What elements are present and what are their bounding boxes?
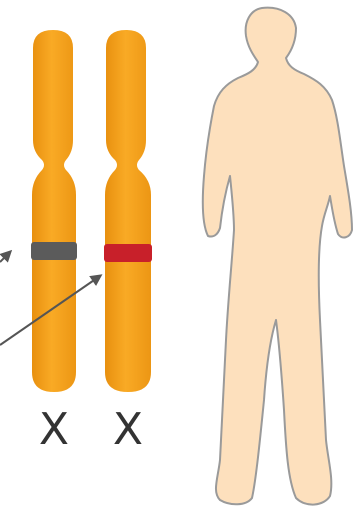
chromosome-left-body bbox=[32, 30, 76, 392]
chromosome-right-body bbox=[105, 30, 151, 392]
chromosome-left-label: X bbox=[24, 405, 84, 455]
chromosome-right-band bbox=[104, 244, 152, 262]
female-silhouette-icon bbox=[203, 8, 352, 505]
chromosome-right-label: X bbox=[98, 405, 158, 455]
arrow-to-left-band bbox=[0, 252, 10, 262]
chromosome-left bbox=[31, 30, 77, 392]
chromosome-right bbox=[104, 30, 152, 392]
chromosome-left-band bbox=[31, 242, 77, 260]
